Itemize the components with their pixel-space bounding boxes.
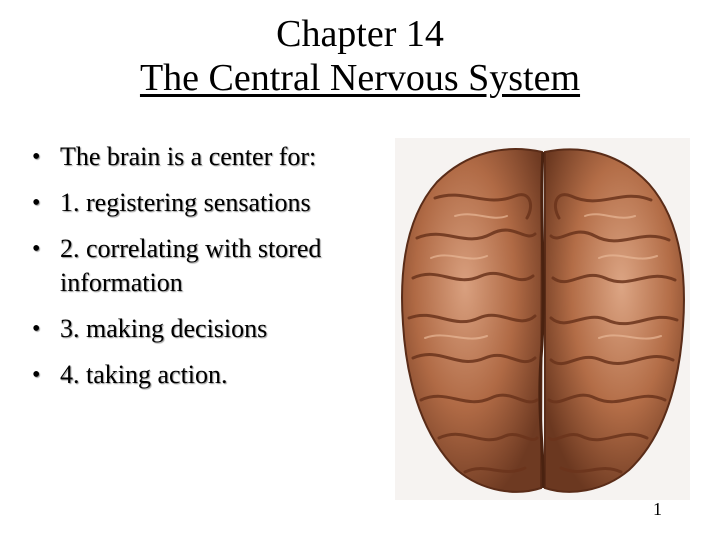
bullet-icon: • <box>32 144 41 170</box>
bullet-icon: • <box>32 362 41 388</box>
bullet-icon: • <box>32 236 41 262</box>
title-line-2: The Central Nervous System <box>139 57 581 99</box>
bullet-list: • The brain is a center for: • 1. register… <box>30 140 380 404</box>
bullet-item: • 1. registering sensations <box>30 186 380 220</box>
bullet-text: 1. registering sensations <box>60 188 311 217</box>
bullet-text: 2. correlating with stored information <box>60 234 322 297</box>
bullet-item: • 3. making decisions <box>30 312 380 346</box>
bullet-text: 3. making decisions <box>60 314 268 343</box>
bullet-item: • The brain is a center for: <box>30 140 380 174</box>
bullet-text: The brain is a center for: <box>60 142 317 171</box>
bullet-text: 4. taking action. <box>60 360 228 389</box>
bullet-icon: • <box>32 316 41 342</box>
brain-icon <box>401 148 685 493</box>
slide-title: Chapter 14 The Central Nervous System <box>0 12 720 100</box>
bullet-item: • 2. correlating with stored information <box>30 232 380 300</box>
brain-image <box>395 138 690 500</box>
bullet-item: • 4. taking action. <box>30 358 380 392</box>
bullet-icon: • <box>32 190 41 216</box>
title-line-1: Chapter 14 <box>276 13 444 55</box>
slide-number: 1 <box>653 499 662 519</box>
